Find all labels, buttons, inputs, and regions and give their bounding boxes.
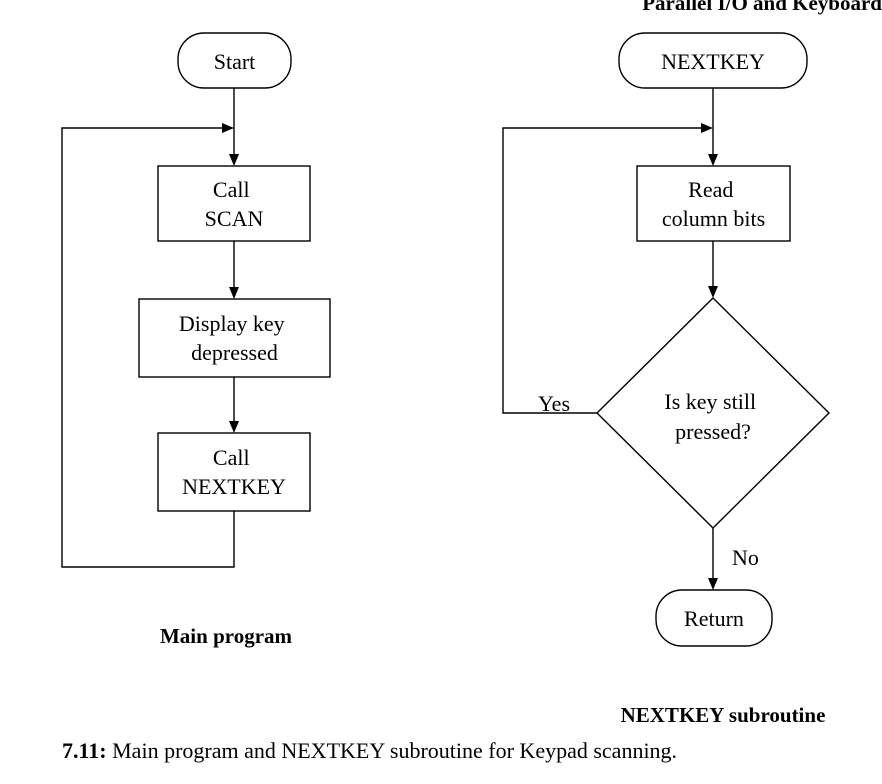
return-terminal [655,589,773,647]
key-pressed-decision-label: Is key still pressed? [664,389,761,444]
main-loop-back-connector [61,127,235,568]
call-nextkey-box [157,432,311,512]
display-key-label: Display key depressed [179,311,290,365]
call-nextkey-line-2: NEXTKEY [182,474,286,499]
read-column-line-1: Read [688,177,733,202]
yes-label: Yes [538,391,570,416]
display-key-box [138,298,331,378]
read-column-box [636,165,791,242]
no-label: No [732,545,759,570]
display-key-line-2: depressed [191,340,278,365]
main-loop-entry-arrowhead [222,123,234,133]
nextkey-subroutine-flow: NEXTKEY Read column bits Is key still pr… [502,32,830,727]
start-to-scan-arrowhead [229,154,239,166]
call-scan-box [157,165,311,242]
nextkey-subroutine-label: NEXTKEY subroutine [621,703,826,727]
decision-line-2: pressed? [675,419,751,444]
display-to-nextkey-arrowhead [229,421,239,433]
figure-number: 7.11: [62,738,107,763]
read-column-line-2: column bits [662,206,765,231]
return-label: Return [684,606,744,631]
main-program-flow: Start Call SCAN Display key depressed Ca… [61,32,331,648]
call-nextkey-label: Call NEXTKEY [182,445,286,499]
entry-to-read-arrowhead [708,154,718,166]
nextkey-terminal-label: NEXTKEY [661,49,765,74]
decision-line-1: Is key still [664,389,756,414]
call-scan-label: Call SCAN [205,177,264,231]
subroutine-loop-entry-arrowhead [701,123,713,133]
call-scan-line-2: SCAN [205,206,264,231]
display-key-line-1: Display key [179,311,285,336]
no-branch-arrowhead [708,578,718,590]
yes-loop-back-connector [502,127,701,414]
read-column-label: Read column bits [662,177,765,231]
call-scan-line-1: Call [213,177,250,202]
figure-caption-text: Main program and NEXTKEY subroutine for … [106,738,678,763]
read-to-decision-arrowhead [708,286,718,298]
header-title: Parallel I/O and Keyboard [642,0,882,15]
start-label: Start [214,49,256,74]
figure-caption: 7.11: Main program and NEXTKEY subroutin… [62,738,862,764]
main-program-label: Main program [160,624,293,648]
scan-to-display-arrowhead [229,287,239,299]
call-nextkey-line-1: Call [213,445,250,470]
